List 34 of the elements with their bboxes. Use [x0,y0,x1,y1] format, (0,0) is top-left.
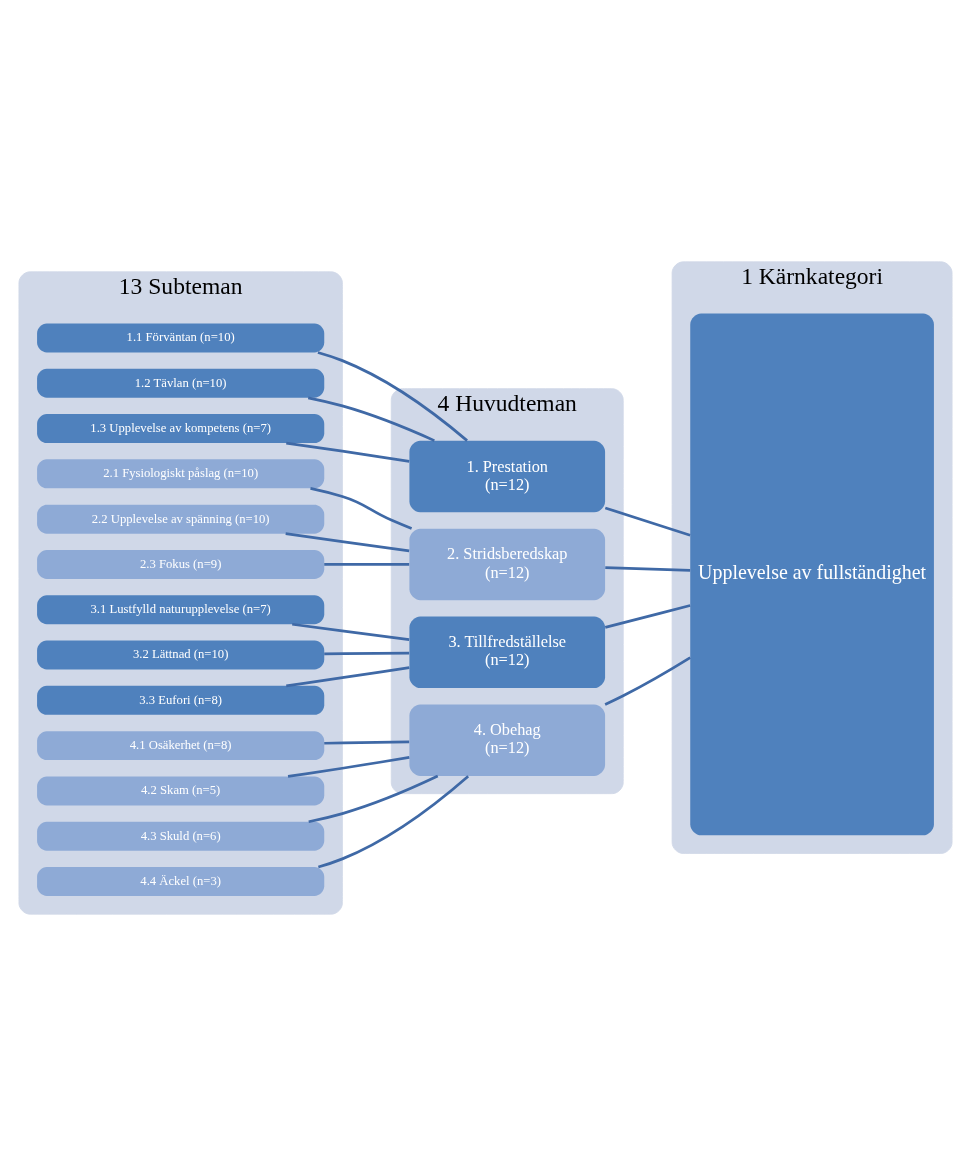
connector [308,774,439,824]
connector [324,563,410,566]
connector [604,656,691,706]
node-box: 3. Tillfredställelse (n=12) [409,616,606,689]
connector [285,532,410,553]
node-box: 4.4 Äckel (n=3) [37,867,325,896]
node-box: 1.3 Upplevelse av kompetens (n=7) [37,414,325,444]
connector [324,651,410,656]
node-box: 2.2 Upplevelse av spänning (n=10) [37,504,325,534]
node-box: Upplevelse av fullständighet [690,313,934,836]
connector [604,604,691,629]
node-box: 2.3 Fokus (n=9) [37,549,325,579]
node-box: 4.3 Skuld (n=6) [37,821,325,851]
node-box: 4.2 Skam (n=5) [37,776,325,806]
connector [605,566,691,572]
connector [604,506,691,537]
node-box: 2.1 Fysiologiskt påslag (n=10) [37,459,325,489]
connector [292,622,410,641]
connector [307,396,435,442]
node-box: 1. Prestation (n=12) [409,440,606,513]
node-box: 2. Stridsberedskap (n=12) [409,528,606,601]
connector [324,740,410,745]
node-box: 1.2 Tävlan (n=10) [37,368,325,398]
node-box: 3.1 Lustfylld naturupplevelse (n=7) [37,595,325,625]
node-box: 4.1 Osäkerhet (n=8) [37,731,325,761]
connector [286,441,410,463]
node-box: 4. Obehag (n=12) [409,704,606,776]
connector [287,755,410,778]
node-box: 1.1 Förväntan (n=10) [37,323,325,353]
connector [317,775,470,869]
node-box: 3.3 Eufori (n=8) [37,685,325,715]
connector [317,351,468,442]
connector [310,487,413,530]
node-box: 3.2 Lättnad (n=10) [37,640,325,670]
